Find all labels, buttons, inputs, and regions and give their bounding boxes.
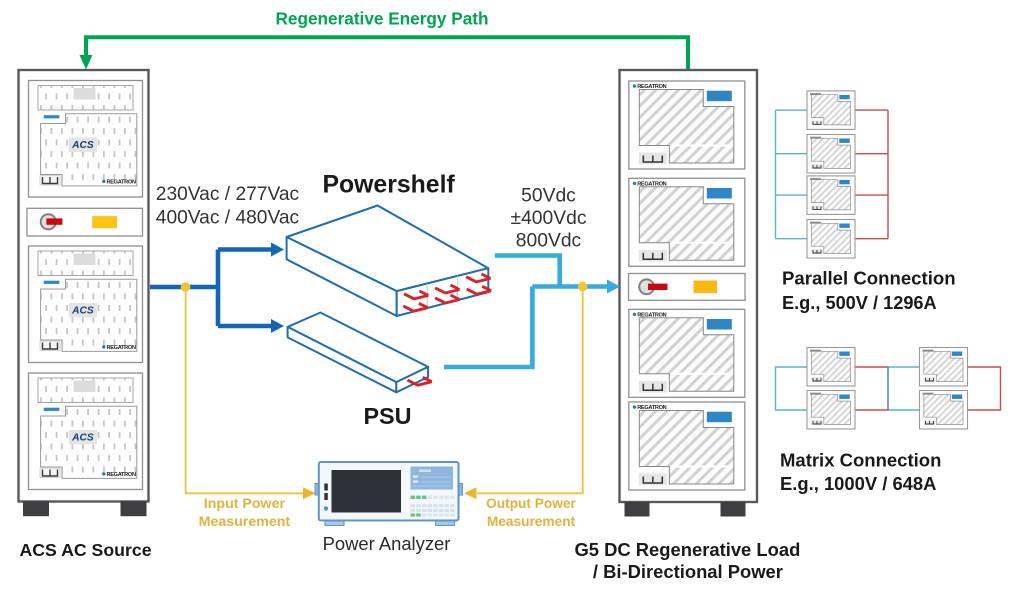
svg-text:Regenerative Energy Path: Regenerative Energy Path	[275, 9, 488, 29]
svg-text:ACS AC Source: ACS AC Source	[20, 540, 152, 560]
svg-text:230Vac / 277Vac: 230Vac / 277Vac	[156, 184, 300, 205]
svg-text:Output Power: Output Power	[486, 496, 576, 511]
svg-text:Power Analyzer: Power Analyzer	[323, 533, 451, 554]
svg-text:800Vdc: 800Vdc	[516, 231, 582, 252]
svg-text:Measurement: Measurement	[199, 514, 291, 530]
svg-text:±400Vdc: ±400Vdc	[511, 208, 587, 229]
svg-text:Input Power: Input Power	[204, 496, 286, 512]
svg-text:/ Bi-Directional Power: / Bi-Directional Power	[593, 561, 783, 582]
svg-text:Powershelf: Powershelf	[322, 172, 455, 199]
svg-text:PSU: PSU	[363, 403, 411, 429]
svg-text:Matrix Connection: Matrix Connection	[780, 450, 941, 471]
svg-text:400Vac / 480Vac: 400Vac / 480Vac	[156, 208, 300, 229]
svg-text:Measurement: Measurement	[487, 514, 576, 529]
svg-text:G5 DC Regenerative Load: G5 DC Regenerative Load	[574, 539, 800, 560]
svg-text:E.g., 500V / 1296A: E.g., 500V / 1296A	[782, 293, 937, 313]
svg-text:E.g., 1000V / 648A: E.g., 1000V / 648A	[780, 473, 936, 494]
svg-text:Parallel Connection: Parallel Connection	[782, 268, 956, 289]
svg-text:50Vdc: 50Vdc	[521, 186, 576, 207]
